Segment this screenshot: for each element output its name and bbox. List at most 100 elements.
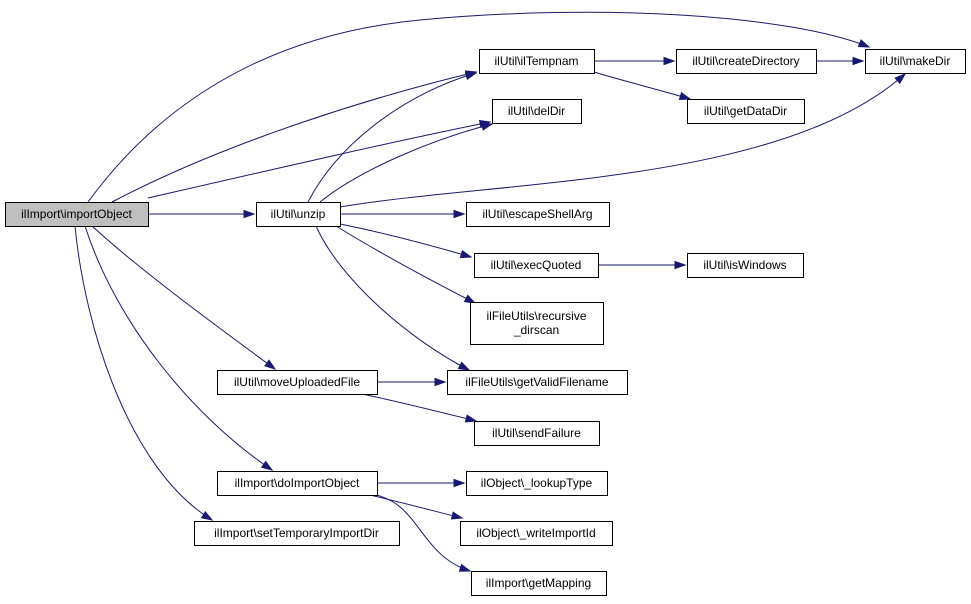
edge-line [111,71,477,203]
node-label: ilImport\doImportObject [235,476,360,490]
arrowhead [464,71,478,80]
node-ilTempnam[interactable]: ilUtil\ilTempnam [479,49,595,74]
node-box [460,521,613,546]
edge-line [74,225,213,521]
edge-line [375,494,471,572]
nodes-layer: ilImport\importObject ilUtil\unzip ilUtil\… [5,49,966,596]
node-writeImportId[interactable]: ilObject\_writeImportId [460,521,613,546]
arrowhead [453,209,466,219]
node-box [470,302,604,345]
edge-importObject-to-moveUploadedFile [91,225,277,370]
edge-unzip-to-ilTempnam [307,71,478,203]
node-delDir[interactable]: ilUtil\delDir [492,99,582,124]
edge-line [307,72,477,203]
edge-unzip-to-execQuoted [339,223,473,259]
node-label: ilImport\getMapping [486,576,591,590]
edge-doImportObject-to-lookupType [377,478,466,488]
arrowhead [459,250,473,259]
edge-line [593,71,691,100]
edge-line [361,393,477,422]
arrowhead [458,563,472,572]
arrowhead [453,478,466,488]
edge-importObject-to-makeDir [87,11,871,203]
edge-ilTempnam-to-createDirectory [594,56,676,66]
node-getMapping[interactable]: ilImport\getMapping [471,571,607,596]
node-isWindows[interactable]: ilUtil\isWindows [687,253,804,278]
edge-line [369,494,463,519]
node-box [676,49,817,74]
arrowhead [457,361,471,371]
node-doImportObject[interactable]: ilImport\doImportObject [217,471,378,496]
edge-unzip-to-delDir [319,122,494,203]
node-label: ilUtil\delDir [508,104,565,118]
arrowhead [852,56,865,66]
edge-moveUploadedFile-to-getValidFilename [377,377,447,387]
node-label: ilUtil\unzip [271,207,326,221]
node-recursive_dirscan[interactable]: ilFileUtils\recursive_dirscan [470,302,604,345]
edge-line [84,225,273,471]
edge-execQuoted-to-isWindows [598,260,687,270]
node-box [474,421,600,446]
node-box [479,49,595,74]
node-getDataDir[interactable]: ilUtil\getDataDir [687,99,805,124]
node-label: ilFileUtils\getValidFilename [465,375,608,389]
node-sendFailure[interactable]: ilUtil\sendFailure [474,421,600,446]
node-label: ilImport\importObject [21,207,132,221]
edge-line [91,225,276,370]
edge-unzip-to-escapeShellArg [340,209,466,219]
node-lookupType[interactable]: ilObject\_lookupType [466,471,608,496]
edge-importObject-to-delDir [147,119,492,199]
node-box [687,99,805,124]
edge-createDirectory-to-makeDir [816,56,865,66]
node-label: ilUtil\sendFailure [492,426,581,440]
arrowhead [434,377,447,387]
edge-importObject-to-doImportObject [84,225,274,471]
node-label: ilImport\setTemporaryImportDir [214,526,379,540]
arrowhead [260,460,274,471]
arrowhead [243,209,256,219]
node-box [471,571,607,596]
arrowhead [464,414,478,423]
node-label: ilUtil\ilTempnam [494,54,578,68]
node-label: ilUtil\moveUploadedFile [234,375,360,389]
edge-line [315,225,470,371]
node-setTemporaryImportDir[interactable]: ilImport\setTemporaryImportDir [194,521,400,546]
arrowhead [674,260,687,270]
node-label: ilObject\_lookupType [481,476,593,490]
arrowhead [480,122,494,131]
edge-ilTempnam-to-getDataDir [593,71,692,101]
arrowhead [463,294,477,304]
node-moveUploadedFile[interactable]: ilUtil\moveUploadedFile [217,370,378,395]
node-box [447,370,628,395]
node-label: ilFileUtils\recursive [486,309,586,323]
edge-importObject-to-unzip [148,209,256,219]
node-label: ilObject\_writeImportId [476,526,595,540]
edge-line [319,123,493,203]
edge-unzip-to-makeDir [339,72,907,208]
node-escapeShellArg[interactable]: ilUtil\escapeShellArg [466,202,610,227]
node-label: ilUtil\isWindows [703,258,786,272]
node-makeDir[interactable]: ilUtil\makeDir [865,49,966,74]
node-label: ilUtil\getDataDir [704,104,787,118]
node-box [217,471,378,496]
edge-importObject-to-setTemporaryImportDir [74,225,214,521]
arrowhead [450,511,464,520]
arrowhead [857,39,871,48]
node-box [466,202,610,227]
node-box [687,253,804,278]
node-getValidFilename[interactable]: ilFileUtils\getValidFilename [447,370,628,395]
node-box [217,370,378,395]
edge-line [147,121,491,199]
node-createDirectory[interactable]: ilUtil\createDirectory [676,49,817,74]
edge-line [339,223,472,258]
node-box [865,49,966,74]
arrowhead [200,510,214,521]
node-label: ilUtil\makeDir [880,54,951,68]
arrowhead [894,72,907,85]
node-box [194,521,400,546]
node-importObject: ilImport\importObject [5,202,149,227]
node-label: ilUtil\createDirectory [692,54,799,68]
edge-doImportObject-to-getMapping [375,494,472,572]
node-execQuoted[interactable]: ilUtil\execQuoted [474,253,599,278]
node-unzip[interactable]: ilUtil\unzip [256,202,341,227]
